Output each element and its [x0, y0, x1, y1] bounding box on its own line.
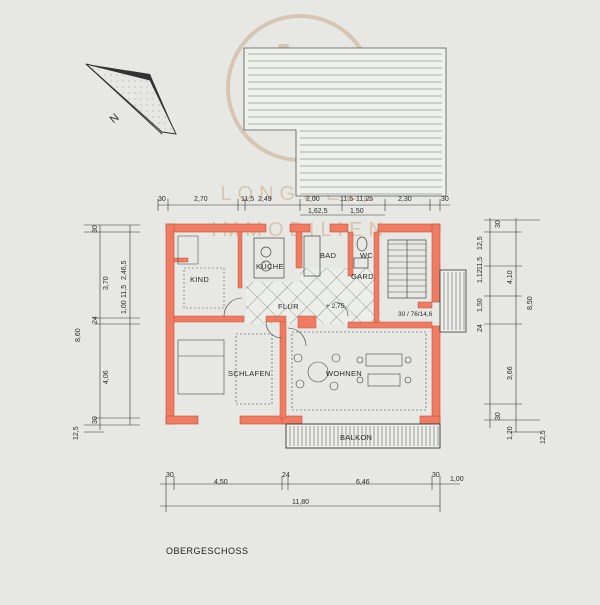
dim-right-inner-6: 1,20 — [507, 426, 514, 440]
wohnen-furniture — [291, 331, 427, 411]
dim-right-inner-5: 3,66 — [507, 366, 514, 380]
dim-left-inner-2: 1,00 — [121, 300, 128, 314]
exterior-walls — [165, 223, 441, 425]
floor-plan — [165, 223, 467, 449]
dimension-top-labels: 30 2,70 2,49 11,5 2,00 11,5 11,25 2,30 3… — [158, 196, 449, 215]
dim-bottom-5: 1,00 — [450, 476, 464, 483]
dim-top-1: 2,70 — [194, 196, 208, 203]
room-labels: KIND KÜCHE BAD WC GARD. FLUR SCHLAFEN WO… — [190, 251, 433, 442]
dim-top-5: 11,5 — [340, 196, 353, 203]
dimension-right — [484, 218, 540, 433]
dim-right-total: 8,50 — [527, 296, 534, 310]
dim-left-inner-0: 2,46,5 — [121, 260, 128, 280]
interior-walls — [173, 231, 433, 419]
dimension-left — [84, 224, 140, 433]
dim-left-total: 8,60 — [75, 328, 82, 342]
dimension-top — [157, 199, 450, 216]
roof-hatch — [243, 47, 447, 197]
stair-note: 30 / 76/14,6 — [398, 311, 433, 318]
dim-right-inner-0: 12,5 — [477, 236, 484, 250]
north-label: N — [108, 112, 122, 126]
room-label-wohnen: WOHNEN — [326, 369, 362, 378]
room-label-schlafen: SCHLAFEN — [228, 369, 270, 378]
dimension-bottom-labels: 30 4,50 24 6,46 30 1,00 11,80 — [166, 472, 464, 506]
sheet-title: OBERGESCHOSS — [166, 546, 249, 556]
dim-bottom-4: 30 — [432, 472, 440, 479]
north-arrow: N — [85, 63, 177, 135]
dim-left-1: 3,70 — [103, 276, 110, 290]
dim-bottom-0: 30 — [166, 472, 174, 479]
dim-top-2: 2,49 — [258, 196, 272, 203]
dim-bottom-total: 11,80 — [292, 499, 309, 506]
room-label-wc: WC — [360, 251, 373, 260]
dim-top-sub-1: 1,50 — [350, 208, 364, 215]
dimension-right-labels: 12,5 11,5 1,12 1,50 24 3,66 1,20 30 4,10… — [477, 220, 547, 444]
bathroom-fixtures — [303, 235, 369, 277]
dim-left-5: 12,5 — [73, 426, 80, 440]
dim-left-0: 30 — [92, 225, 99, 233]
room-label-bad: BAD — [320, 251, 337, 260]
dim-bottom-1: 4,50 — [214, 479, 228, 486]
level-mark: + 2,75 — [326, 303, 345, 310]
stair-steps — [388, 243, 426, 293]
dimension-bottom — [160, 476, 460, 512]
exterior-landing — [439, 269, 467, 333]
dim-bottom-2: 24 — [282, 472, 290, 479]
dim-bottom-3: 6,46 — [356, 479, 370, 486]
kitchen-fixtures — [253, 237, 285, 279]
dim-top-8: 30 — [441, 196, 449, 203]
room-label-balkon: BALKON — [340, 433, 372, 442]
kind-furniture — [177, 235, 225, 309]
room-label-kueche: KÜCHE — [256, 262, 284, 271]
room-label-flur: FLUR — [278, 302, 299, 311]
dim-right-outer-1: 4,10 — [507, 270, 514, 284]
dim-top-3: 11,5 — [241, 196, 254, 203]
schlafen-bed — [177, 333, 273, 405]
dimension-left-labels: 30 3,70 24 4,06 30 12,5 8,60 2,46,5 11,5… — [73, 225, 128, 440]
dim-top-0: 30 — [158, 196, 166, 203]
dim-right-inner-3: 1,50 — [477, 298, 484, 312]
dim-left-3: 4,06 — [103, 370, 110, 384]
dim-left-4: 30 — [92, 416, 99, 424]
dim-right-outer-3: 12,5 — [540, 430, 547, 444]
dim-top-6: 11,25 — [356, 196, 373, 203]
door-swings — [223, 297, 349, 347]
dim-top-7: 2,30 — [398, 196, 412, 203]
dim-top-4: 2,00 — [306, 196, 320, 203]
room-label-kind: KIND — [190, 275, 209, 284]
dim-right-outer-0: 30 — [495, 220, 502, 228]
dim-left-inner-1: 11,5 — [121, 285, 128, 298]
dim-right-inner-1: 11,5 — [477, 257, 484, 270]
dim-top-sub-0: 1,62,5 — [308, 208, 328, 215]
room-label-gard: GARD. — [351, 272, 376, 281]
dim-right-outer-2: 30 — [495, 412, 502, 420]
balkon — [285, 423, 441, 449]
dim-right-inner-2: 1,12 — [477, 269, 484, 283]
staircase — [387, 239, 427, 299]
dim-right-inner-4: 24 — [477, 324, 484, 332]
dim-left-2: 24 — [92, 316, 99, 324]
